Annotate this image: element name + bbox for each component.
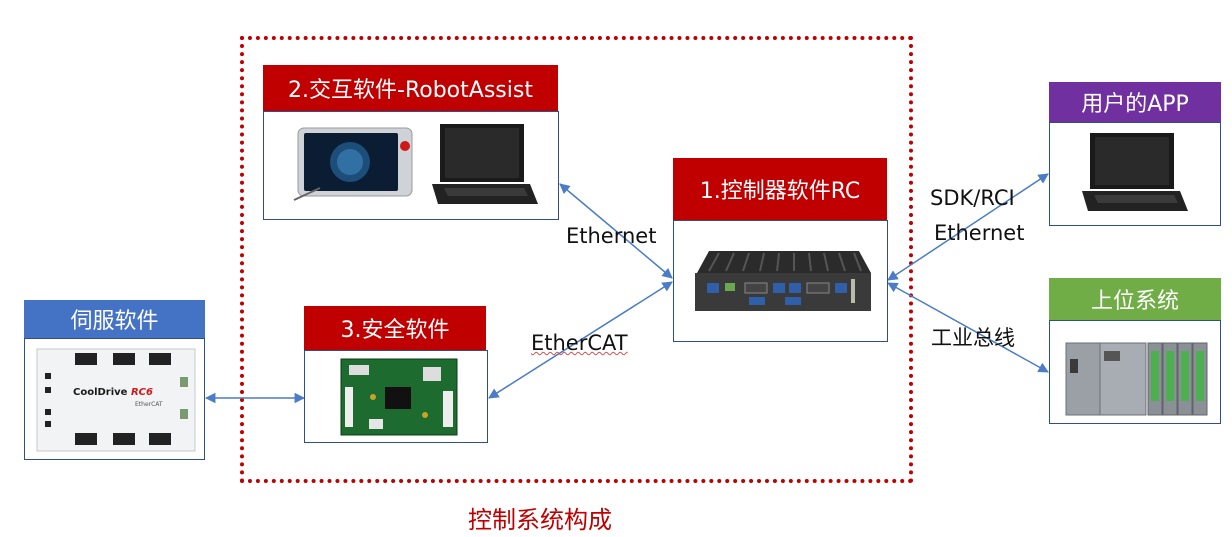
edge-safety-controller	[488, 281, 673, 399]
edge-controller-userapp	[887, 173, 1049, 281]
user-app-header: 用户的APP	[1049, 82, 1221, 122]
host-system-title: 上位系统	[1090, 289, 1179, 314]
safety-board-image	[340, 358, 458, 436]
teach-pendant-image	[293, 127, 413, 201]
servo-software-header: 伺服软件	[24, 300, 205, 338]
plc-image	[1065, 342, 1208, 416]
servo-ethercat-mark: EtherCAT	[135, 401, 163, 408]
servo-brand: CoolDrive	[73, 387, 128, 398]
user-app-title: 用户的APP	[1081, 92, 1189, 117]
frame-caption: 控制系统构成	[468, 506, 612, 534]
edge-label-fieldbus: 工业总线	[931, 326, 1015, 350]
edge-label-ethernet-app: Ethernet	[934, 221, 1025, 245]
safety-software-box	[304, 350, 488, 443]
edge-label-ethercat: EtherCAT	[531, 331, 628, 355]
controller-software-header: 1.控制器软件RC	[673, 158, 887, 220]
servo-software-title: 伺服软件	[70, 309, 159, 334]
host-system-header: 上位系统	[1049, 278, 1221, 320]
servo-drive-image	[36, 348, 196, 452]
servo-brand-label: CoolDrive RC6	[73, 387, 153, 398]
user-laptop-image	[1082, 133, 1188, 211]
laptop-image	[432, 124, 538, 204]
servo-software-box: CoolDrive RC6 EtherCAT	[24, 338, 205, 460]
interaction-software-title: 2.交互软件-RobotAssist	[288, 78, 533, 103]
industrial-pc-image	[695, 251, 871, 311]
controller-software-title: 1.控制器软件RC	[699, 179, 861, 204]
interaction-software-header: 2.交互软件-RobotAssist	[263, 65, 558, 111]
interaction-software-box	[263, 111, 559, 220]
safety-software-header: 3.安全软件	[304, 306, 486, 350]
edge-controller-host	[887, 282, 1049, 373]
edge-label-sdk-rci: SDK/RCI	[930, 186, 1015, 210]
servo-model: RC6	[130, 387, 153, 398]
controller-software-box	[673, 220, 888, 342]
edge-interaction-controller	[559, 183, 673, 279]
safety-software-title: 3.安全软件	[340, 318, 450, 343]
user-app-box	[1049, 122, 1221, 226]
host-system-box	[1049, 320, 1221, 424]
edge-label-ethernet: Ethernet	[566, 224, 657, 248]
